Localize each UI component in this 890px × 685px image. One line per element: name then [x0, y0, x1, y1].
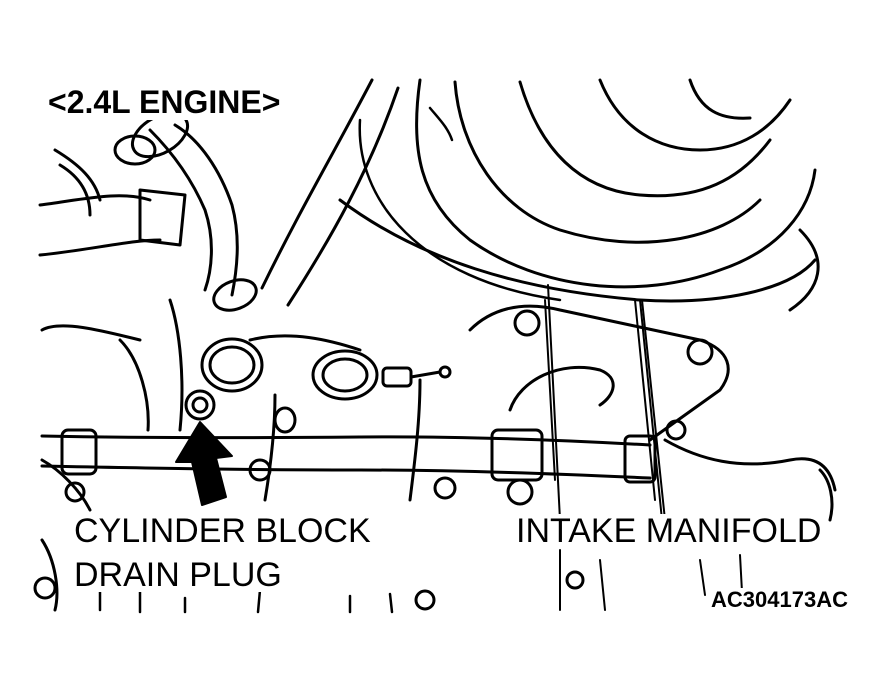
manifold-bracket	[414, 299, 837, 611]
drain-plug-label-line2: DRAIN PLUG	[68, 558, 288, 592]
figure-code: AC304173AC	[709, 587, 850, 612]
engine-variant-title: <2.4L ENGINE>	[44, 84, 285, 120]
sensor-fitting	[381, 365, 452, 388]
drain-plug-label-line1: CYLINDER BLOCK	[68, 514, 377, 548]
drain-plug	[184, 389, 216, 421]
intake-manifold-leader	[547, 284, 663, 521]
intake-runners	[260, 78, 820, 312]
crossover-pipe	[40, 406, 657, 506]
cylinder-block	[33, 298, 422, 614]
intake-manifold-label: INTAKE MANIFOLD	[512, 514, 826, 548]
drain-plug-arrow-icon	[175, 421, 233, 506]
hoses	[38, 111, 258, 312]
